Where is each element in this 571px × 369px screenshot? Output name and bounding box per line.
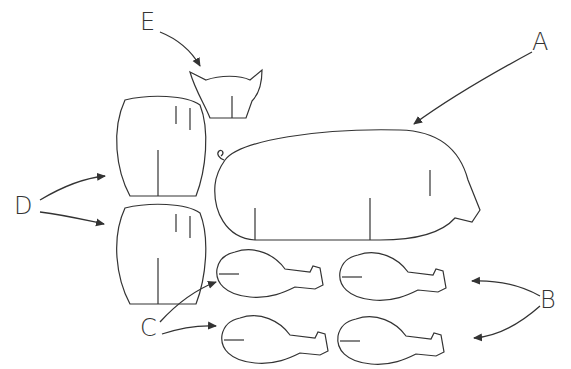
callout-letter: E xyxy=(140,10,155,34)
leader-arrows xyxy=(40,32,540,338)
callout-letter: C xyxy=(140,316,157,340)
callout-letter: A xyxy=(532,30,548,54)
callout-letter: B xyxy=(540,288,556,312)
callout-letter: D xyxy=(14,194,32,218)
